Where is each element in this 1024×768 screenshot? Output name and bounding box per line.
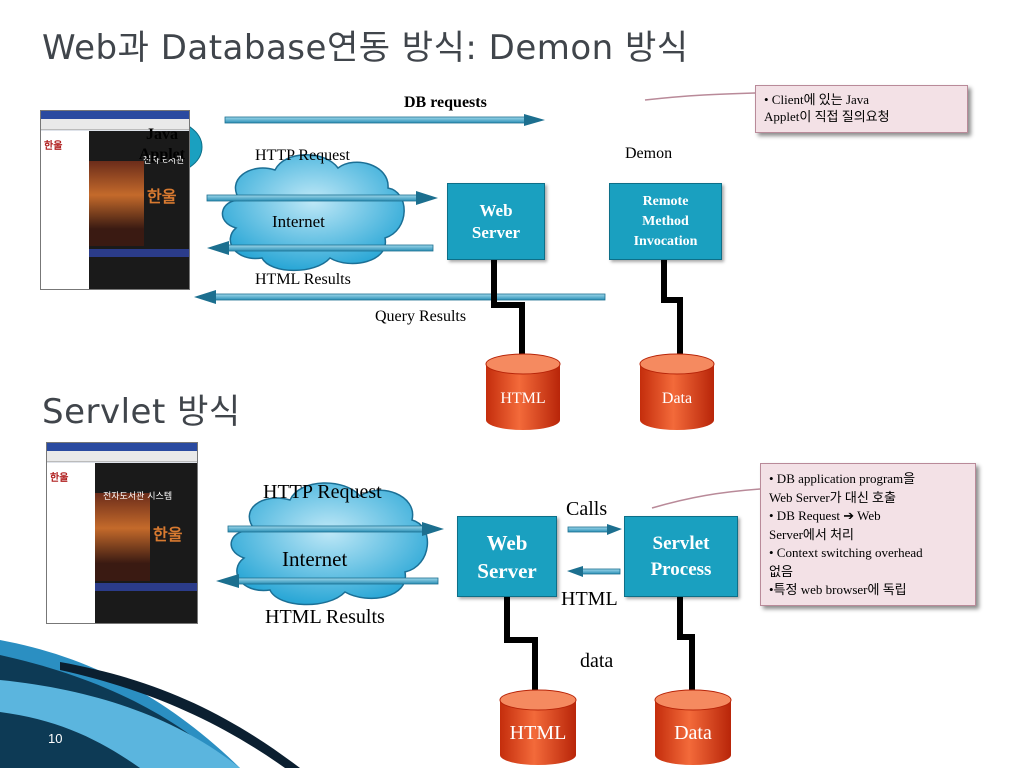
web-server-label-top: Web Server [471, 200, 521, 242]
title-bottom: Servlet 방식 [42, 392, 241, 432]
internet-label-bottom: Internet [282, 547, 348, 571]
note-bottom-line-2: Web Server가 대신 호출 [769, 489, 896, 505]
html-db-label-top: HTML [500, 390, 546, 407]
note-bottom-line-5: • Context switching overhead [769, 545, 923, 560]
calls-label: Calls [566, 498, 608, 520]
note-bottom-line-6: 없음 [769, 563, 793, 579]
note-top-line-1: • Client에 있는 Java [764, 92, 870, 107]
web-server-box-bottom: Web Server [457, 516, 557, 597]
note-bottom: • DB application program을 Web Server가 대신… [760, 463, 976, 606]
title-top: Web과 Database연동 방식: Demon 방식 [42, 28, 689, 68]
page-number: 10 [48, 731, 63, 746]
web-server-box-top: Web Server [447, 183, 545, 260]
internet-label-top: Internet [272, 212, 325, 231]
note-pointer-top [644, 92, 756, 101]
http-request-arrow-top [206, 191, 438, 205]
demon-label: Demon [625, 145, 673, 162]
internet-cloud-top [221, 154, 405, 272]
logo-small-top: 한울 [44, 141, 63, 152]
db-requests-label: DB requests [404, 94, 487, 111]
library-name-top: 전자도서관 [143, 156, 185, 166]
note-bottom-line-3: • DB Request ➔ Web [769, 508, 881, 523]
logo-small-bottom: 한울 [50, 473, 69, 484]
http-request-label-bottom: HTTP Request [263, 481, 382, 503]
browser-screenshot-bottom: 한울 전자도서관 시스템 한울 [46, 442, 198, 624]
html-results-label-top: HTML Results [255, 271, 351, 288]
html-results-arrow-bottom [216, 574, 439, 588]
html-results-arrow-top [194, 290, 606, 304]
rmi-box: Remote Method Invocation [609, 183, 722, 260]
html-db-label-bottom: HTML [509, 722, 567, 744]
library-name-bottom: 전자도서관 시스템 [103, 492, 173, 502]
data-db-label-top: Data [661, 390, 693, 407]
note-pointer-bottom [651, 488, 761, 509]
servlet-process-label: Servlet Process [650, 532, 712, 580]
http-request-label-top: HTTP Request [255, 147, 350, 164]
note-bottom-line-4: Server에서 처리 [769, 526, 855, 542]
http-request-arrow-bottom [227, 522, 444, 536]
html-results-label-bottom: HTML Results [265, 606, 385, 628]
connector-webserver-html-top [491, 258, 525, 360]
html-cylinder-top [485, 353, 561, 430]
db-requests-arrow [224, 114, 545, 126]
query-results-label: Query Results [375, 308, 467, 325]
data-cylinder-top [639, 353, 715, 430]
servlet-process-box: Servlet Process [624, 516, 738, 597]
html-results-arrow-cloud-top [207, 241, 434, 255]
web-server-label-bottom: Web Server [477, 530, 537, 583]
html-return-arrow [567, 566, 621, 577]
data-label: data [580, 650, 614, 672]
data-cylinder-bottom [654, 689, 732, 765]
logo-large-bottom: 한울 [153, 525, 183, 544]
html-return-label: HTML [561, 588, 618, 610]
rmi-label: Remote Method Invocation [633, 193, 698, 249]
java-applet-label: Java Applet [138, 126, 186, 163]
calls-arrow [567, 524, 622, 535]
connector-webserver-html-bottom [504, 595, 538, 692]
logo-large-top: 한울 [147, 187, 177, 206]
note-top: • Client에 있는 Java Applet이 직접 질의요청 [755, 85, 968, 133]
html-cylinder-bottom [499, 689, 577, 765]
note-top-line-2: Applet이 직접 질의요청 [764, 109, 890, 124]
decorative-waves [0, 640, 300, 768]
browser-screenshot-top: 한울 전자도서관 한울 [40, 110, 190, 290]
note-bottom-line-7: •특정 web browser에 독립 [769, 582, 907, 597]
note-bottom-line-1: • DB application program을 [769, 471, 916, 486]
data-db-label-bottom: Data [674, 722, 712, 744]
connector-servlet-data-bottom [677, 595, 695, 692]
connector-rmi-data-top [661, 258, 683, 360]
